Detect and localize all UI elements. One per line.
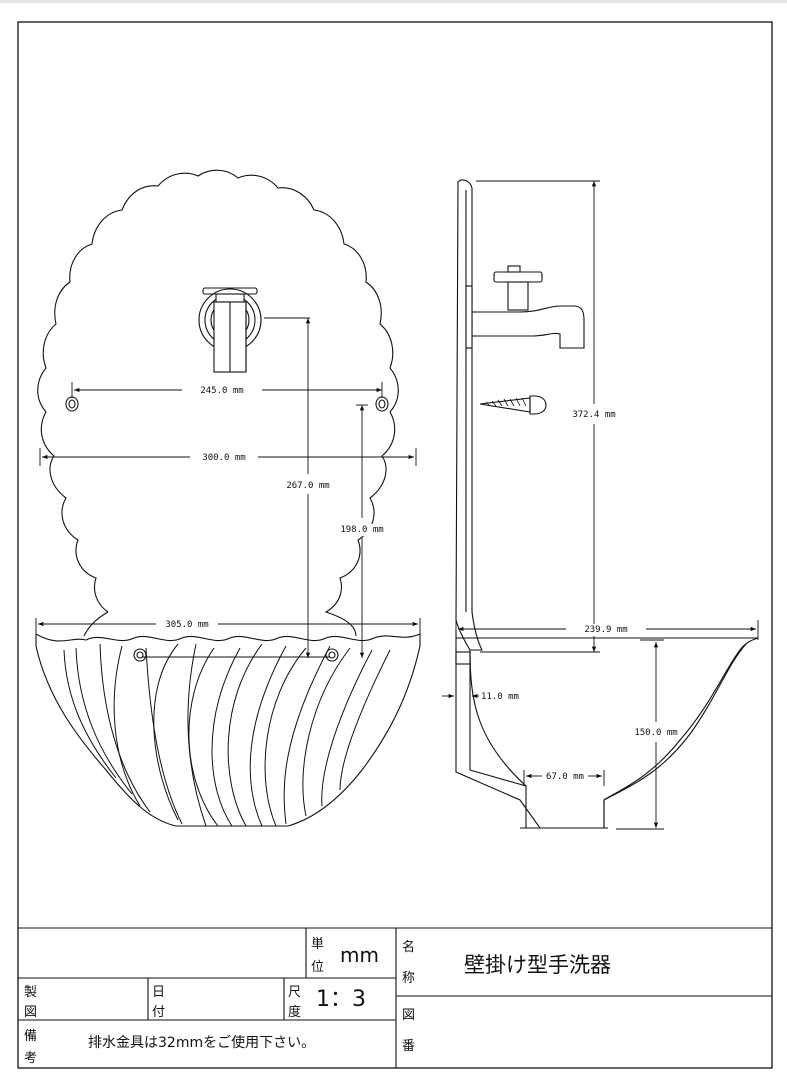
dim-hole-height: 198.0 mm xyxy=(340,525,383,535)
dim-bowl-width: 305.0 mm xyxy=(165,620,208,630)
dim-label-bg xyxy=(544,771,586,783)
date-label-2: 付 xyxy=(152,1005,165,1020)
made-label-2: 図 xyxy=(24,1005,37,1020)
screw-icon xyxy=(479,395,547,415)
dim-wall-thickness: 11.0 mm xyxy=(481,692,519,702)
drawing-no-label-1: 図 xyxy=(402,1008,415,1023)
dim-hole-spacing: 245.0 mm xyxy=(200,386,243,396)
dim-faucet-height: 267.0 mm xyxy=(286,481,329,491)
dim-drain-width: 67.0 mm xyxy=(546,772,584,782)
dim-label-bg xyxy=(570,409,618,421)
dim-label-bg xyxy=(582,624,630,636)
dim-label-bg xyxy=(200,452,248,464)
remarks-label-1: 備 xyxy=(24,1028,37,1044)
dim-bowl-height: 150.0 mm xyxy=(634,728,677,738)
back-panel-outline xyxy=(37,169,399,637)
front-dim-labels: 245.0 mm 300.0 mm 267.0 mm 198.0 mm 305.… xyxy=(163,385,386,631)
unit-label-2: 位 xyxy=(311,960,324,975)
made-label-1: 製 xyxy=(24,985,37,1000)
front-view xyxy=(35,169,421,827)
bowl-rim xyxy=(35,633,421,642)
top-bar xyxy=(0,0,787,3)
sheet-border xyxy=(17,21,773,1069)
scale-label-1: 尺 xyxy=(288,985,301,1000)
scale-label-2: 度 xyxy=(288,1004,301,1020)
name-label-1: 名 xyxy=(402,939,415,955)
dim-total-height: 372.4 mm xyxy=(572,410,615,420)
name-label-2: 称 xyxy=(402,971,415,986)
dim-label-bg xyxy=(163,619,211,631)
dim-label-bg xyxy=(198,385,246,397)
dim-label-bg xyxy=(632,727,680,739)
bowl-flutes xyxy=(63,643,391,827)
side-back-plate xyxy=(455,179,483,651)
product-name: 壁掛け型手洗器 xyxy=(464,953,611,977)
dim-label-bg xyxy=(479,691,521,703)
unit-label-1: 単 xyxy=(311,936,324,952)
dim-depth: 239.9 mm xyxy=(584,625,627,635)
faucet-front xyxy=(198,287,262,373)
side-dimensions xyxy=(442,180,759,830)
remarks-label-2: 考 xyxy=(24,1051,37,1066)
date-label-1: 日 xyxy=(152,985,165,1000)
unit-value: mm xyxy=(340,943,379,967)
title-block xyxy=(18,927,772,1068)
side-view xyxy=(455,179,759,829)
front-dimensions xyxy=(35,317,421,658)
dim-label-bg xyxy=(338,524,386,536)
dim-label-bg xyxy=(284,480,332,492)
drawing-no-label-2: 番 xyxy=(402,1039,415,1054)
faucet-side xyxy=(465,265,585,349)
side-dim-labels: 372.4 mm 239.9 mm 11.0 mm 67.0 mm 150.0 … xyxy=(479,409,680,783)
remarks-value: 排水金具は32mmをご使用下さい。 xyxy=(88,1034,315,1051)
dim-back-width: 300.0 mm xyxy=(202,453,245,463)
scale-value: 1：3 xyxy=(316,987,366,1012)
title-block-text: 単 位 mm 名 称 壁掛け型手洗器 製 図 日 付 尺 度 1：3 図 番 備… xyxy=(24,936,611,1066)
